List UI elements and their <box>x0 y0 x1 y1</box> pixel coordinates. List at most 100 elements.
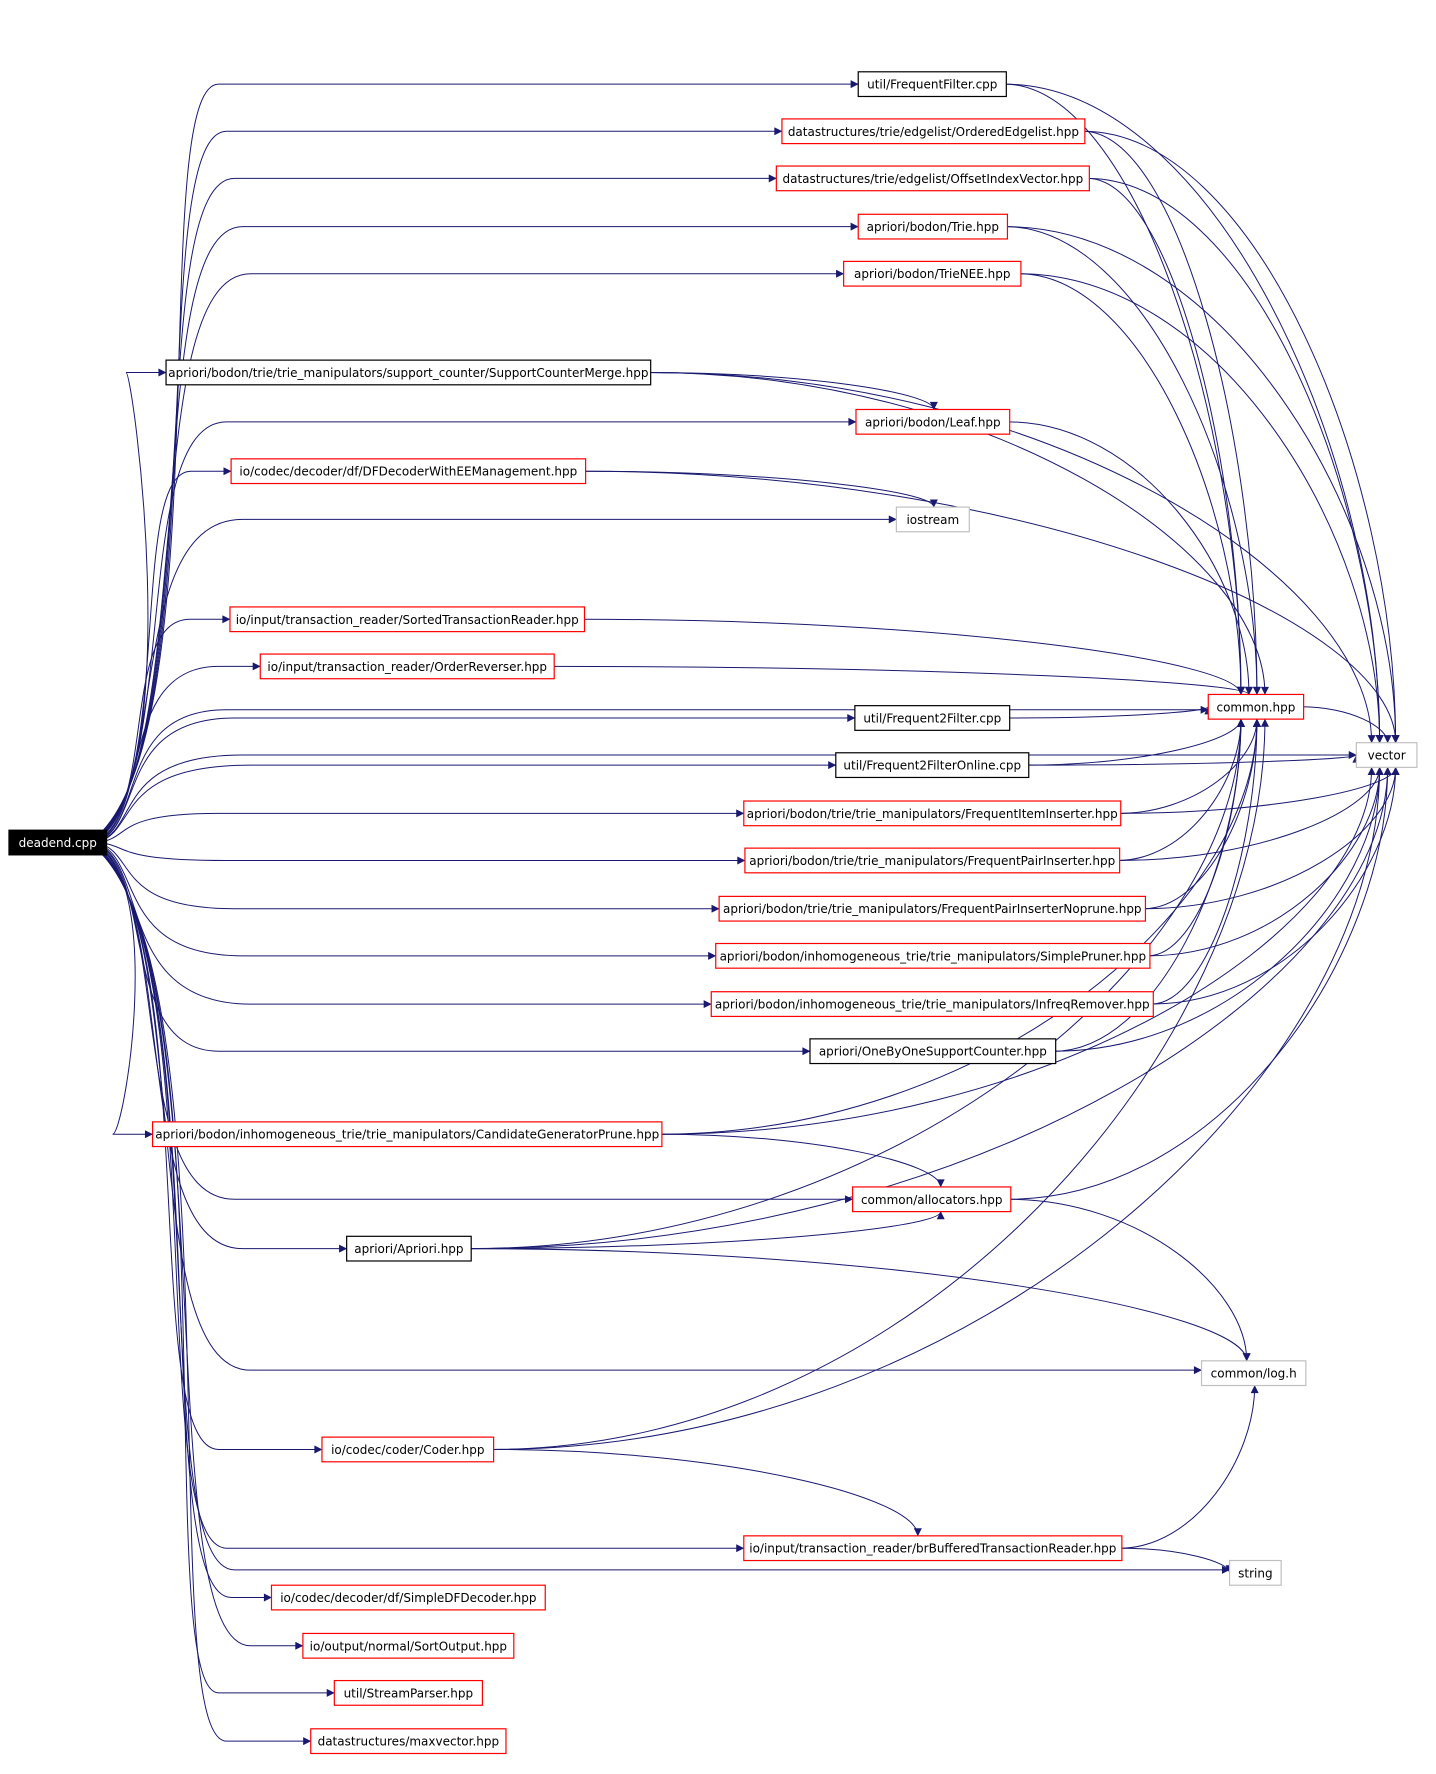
node-label: io/codec/decoder/df/DFDecoderWithEEManag… <box>239 465 577 479</box>
edge-cgp-to-vector <box>659 766 1376 1135</box>
node-ifr[interactable]: apriori/bodon/inhomogeneous_trie/trie_ma… <box>710 991 1154 1018</box>
node-box <box>857 213 1009 240</box>
node-ff[interactable]: util/FrequentFilter.cpp <box>857 71 1007 98</box>
edge-f2fo-to-common <box>1026 718 1245 766</box>
edge-ifr-to-vector <box>1151 766 1400 1005</box>
edge-apr-to-log <box>469 1248 1251 1362</box>
edge-trienee-to-common <box>1018 273 1245 695</box>
edge-root-to-fii <box>98 809 745 843</box>
edge-scm-to-common <box>648 371 1269 695</box>
edge-trie-to-vector <box>1005 226 1400 744</box>
node-label: apriori/bodon/trie/trie_manipulators/Fre… <box>749 854 1115 868</box>
node-box <box>715 942 1151 969</box>
edge-leaf-to-common <box>1007 421 1253 695</box>
node-vector[interactable]: vector <box>1355 742 1418 768</box>
node-box <box>1355 742 1418 768</box>
node-obo[interactable]: apriori/OneByOneSupportCounter.hpp <box>809 1038 1057 1065</box>
node-leaf[interactable]: apriori/bodon/Leaf.hpp <box>855 408 1011 435</box>
node-trienee[interactable]: apriori/bodon/TrieNEE.hpp <box>843 260 1022 287</box>
edge-oiv-to-vector <box>1087 177 1384 744</box>
node-box <box>895 506 970 533</box>
node-f2fo[interactable]: util/Frequent2FilterOnline.cpp <box>835 752 1030 779</box>
edge-root-to-sdf <box>98 849 272 1602</box>
node-label: datastructures/maxvector.hpp <box>318 1735 500 1749</box>
edge-root-to-fpin <box>98 842 720 913</box>
node-log[interactable]: common/log.h <box>1200 1360 1307 1387</box>
edge-alloc-to-log <box>1008 1198 1251 1362</box>
node-str[interactable]: io/input/transaction_reader/SortedTransa… <box>229 606 586 633</box>
node-sdf[interactable]: io/codec/decoder/df/SimpleDFDecoder.hpp <box>270 1584 546 1611</box>
node-mv[interactable]: datastructures/maxvector.hpp <box>310 1728 507 1755</box>
node-fii[interactable]: apriori/bodon/trie/trie_manipulators/Fre… <box>743 800 1122 827</box>
node-box <box>259 653 555 680</box>
node-label: io/input/transaction_reader/SortedTransa… <box>236 613 579 627</box>
node-apr[interactable]: apriori/Apriori.hpp <box>346 1235 472 1262</box>
node-box <box>744 847 1121 874</box>
node-label: apriori/bodon/inhomogeneous_trie/trie_ma… <box>155 1128 659 1142</box>
edge-scm-to-vector <box>648 371 1376 744</box>
node-label: common/log.h <box>1211 1367 1297 1381</box>
node-label: util/FrequentFilter.cpp <box>867 78 997 92</box>
node-f2f[interactable]: util/Frequent2Filter.cpp <box>854 705 1011 731</box>
node-label: common.hpp <box>1216 700 1295 714</box>
node-label: apriori/bodon/trie/trie_manipulators/Fre… <box>747 807 1118 821</box>
edge-apr-to-common <box>469 718 1245 1250</box>
edge-dfdee-to-iostream <box>583 470 938 508</box>
edge-root-to-dfdee <box>98 467 232 840</box>
node-so[interactable]: io/output/normal/SortOutput.hpp <box>302 1632 515 1659</box>
edge-root-to-trie <box>98 222 859 837</box>
node-alloc[interactable]: common/allocators.hpp <box>852 1186 1012 1213</box>
edge-str-to-common <box>582 618 1245 695</box>
node-label: io/input/transaction_reader/brBufferedTr… <box>749 1542 1116 1556</box>
node-label: datastructures/trie/edgelist/OffsetIndex… <box>782 172 1083 186</box>
edge-btr-to-string <box>1119 1547 1234 1574</box>
node-label: apriori/OneByOneSupportCounter.hpp <box>819 1045 1047 1059</box>
node-iostream[interactable]: iostream <box>895 506 970 533</box>
node-fpi[interactable]: apriori/bodon/trie/trie_manipulators/Fre… <box>744 847 1121 874</box>
node-trie[interactable]: apriori/bodon/Trie.hpp <box>857 213 1009 240</box>
node-label: apriori/bodon/trie/trie_manipulators/Fre… <box>723 902 1142 916</box>
edge-root-to-str <box>98 615 231 841</box>
node-box <box>321 1436 495 1463</box>
node-box <box>743 800 1122 827</box>
node-orr[interactable]: io/input/transaction_reader/OrderReverse… <box>259 653 555 680</box>
node-dfdee[interactable]: io/codec/decoder/df/DFDecoderWithEEManag… <box>230 458 587 485</box>
node-label: datastructures/trie/edgelist/OrderedEdge… <box>788 125 1079 139</box>
node-box <box>151 1121 663 1148</box>
node-label: apriori/bodon/Trie.hpp <box>867 220 999 234</box>
node-oel[interactable]: datastructures/trie/edgelist/OrderedEdge… <box>781 118 1086 145</box>
edge-root-to-log <box>98 847 1202 1375</box>
edge-cgp-to-common <box>659 718 1261 1135</box>
edge-root-to-apr <box>98 846 348 1253</box>
edge-apr-to-vector <box>469 766 1392 1250</box>
node-sprs[interactable]: util/StreamParser.hpp <box>333 1679 484 1706</box>
node-box <box>854 705 1011 731</box>
edge-fii-to-common <box>1118 718 1261 814</box>
node-root[interactable]: deadend.cpp <box>8 829 108 856</box>
edge-fpi-to-vector <box>1117 766 1384 861</box>
node-label: apriori/bodon/trie/trie_manipulators/sup… <box>168 366 648 380</box>
edge-oel-to-common <box>1082 130 1261 695</box>
edge-ifr-to-common <box>1151 718 1261 1005</box>
edge-cgp-to-alloc <box>659 1133 945 1188</box>
node-label: apriori/bodon/inhomogeneous_trie/trie_ma… <box>720 949 1147 963</box>
edge-fii-to-vector <box>1118 766 1400 814</box>
node-box <box>843 260 1022 287</box>
node-box <box>230 458 587 485</box>
node-box <box>855 408 1011 435</box>
node-box <box>1207 693 1305 720</box>
node-coder[interactable]: io/codec/coder/Coder.hpp <box>321 1436 495 1463</box>
node-fpin[interactable]: apriori/bodon/trie/trie_manipulators/Fre… <box>718 895 1147 922</box>
edge-coder-to-btr <box>491 1448 922 1537</box>
node-oiv[interactable]: datastructures/trie/edgelist/OffsetIndex… <box>775 165 1090 192</box>
node-sp[interactable]: apriori/bodon/inhomogeneous_trie/trie_ma… <box>715 942 1151 969</box>
node-cgp[interactable]: apriori/bodon/inhomogeneous_trie/trie_ma… <box>151 1121 663 1148</box>
edge-root-to-orr <box>98 662 261 842</box>
node-common[interactable]: common.hpp <box>1207 693 1305 720</box>
node-btr[interactable]: io/input/transaction_reader/brBufferedTr… <box>743 1535 1123 1562</box>
node-label: iostream <box>906 513 959 527</box>
node-box <box>775 165 1090 192</box>
node-scm[interactable]: apriori/bodon/trie/trie_manipulators/sup… <box>165 359 652 386</box>
node-string[interactable]: string <box>1228 1559 1282 1586</box>
